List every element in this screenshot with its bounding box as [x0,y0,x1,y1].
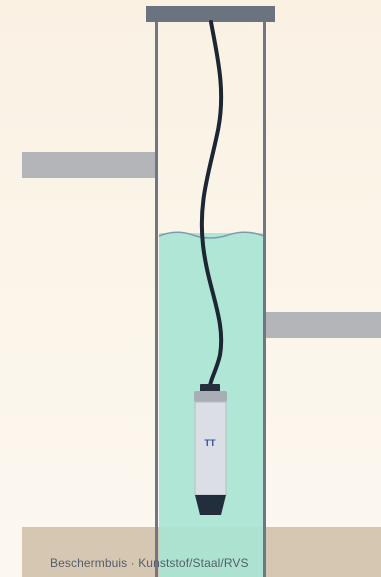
sensor-cable [199,20,224,389]
tube-wall-right [263,20,266,577]
level-sensor: TT [194,384,227,515]
sensor-label: TT [205,438,216,448]
sensor-tip [195,495,226,515]
sensor-connector [200,384,220,392]
water-surface-wave [158,231,265,239]
tube-cap [146,6,275,22]
sensor-top-collar [194,391,227,402]
sensor-body [194,401,227,496]
tube-caption: Beschermbuis · Kunststof/Staal/RVS [50,556,249,570]
side-pipe-left [22,152,156,178]
tube-wall-left [155,20,158,577]
side-pipe-right [266,312,381,338]
